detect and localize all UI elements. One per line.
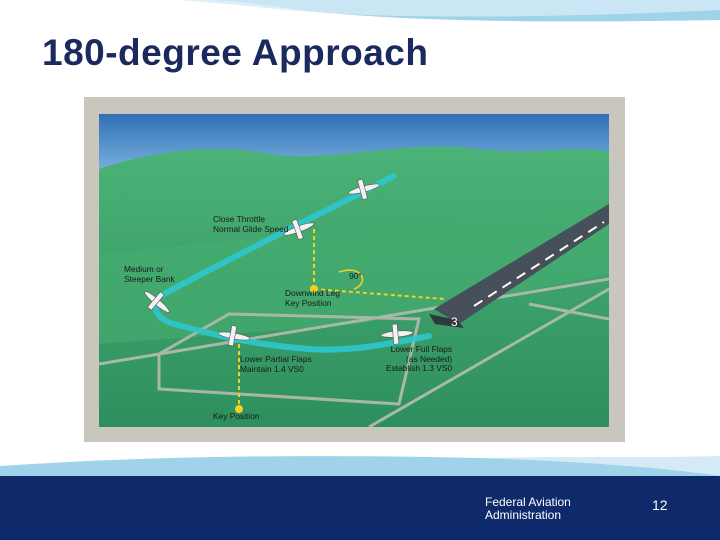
label-medium-bank: Medium or Steeper Bank	[124, 264, 175, 284]
label-lower-full-flaps: Lower Full Flaps (as Needed) Establish 1…	[386, 344, 453, 373]
footer-organization: Federal Aviation Administration	[485, 495, 571, 522]
label-angle: 90°	[349, 271, 362, 281]
label-close-throttle: Close Throttle Normal Glide Speed	[213, 214, 289, 234]
top-wave-decoration	[0, 0, 720, 22]
final-key-marker	[235, 405, 243, 413]
footer-bar	[0, 476, 720, 540]
ground-track	[157, 312, 421, 406]
label-lower-partial-flaps: Lower Partial Flaps Maintain 1.4 VS0	[240, 354, 312, 374]
airplane-1	[348, 178, 380, 201]
far-field	[99, 204, 609, 344]
airplane-2	[283, 218, 315, 241]
field-road-3	[528, 302, 609, 321]
approach-diagram: 3	[99, 114, 609, 427]
bottom-wave-decoration	[0, 456, 720, 482]
slide-title: 180-degree Approach	[42, 32, 429, 73]
runway-number: 3	[451, 315, 458, 329]
runway	[434, 204, 609, 324]
flight-path	[152, 191, 432, 353]
label-key-position: Key Position	[213, 411, 260, 421]
abeam-dash	[313, 288, 445, 300]
label-downwind-key: Downwind Leg Key Position	[285, 288, 340, 308]
key-point-marker	[310, 285, 318, 293]
airplane-5	[380, 323, 414, 345]
airplane-4	[217, 325, 251, 347]
runway-threshold	[429, 314, 464, 328]
page-number: 12	[652, 497, 668, 513]
runway-centerline	[473, 221, 605, 307]
ninety-degree-arc	[338, 269, 364, 290]
airplane-3	[144, 291, 170, 313]
